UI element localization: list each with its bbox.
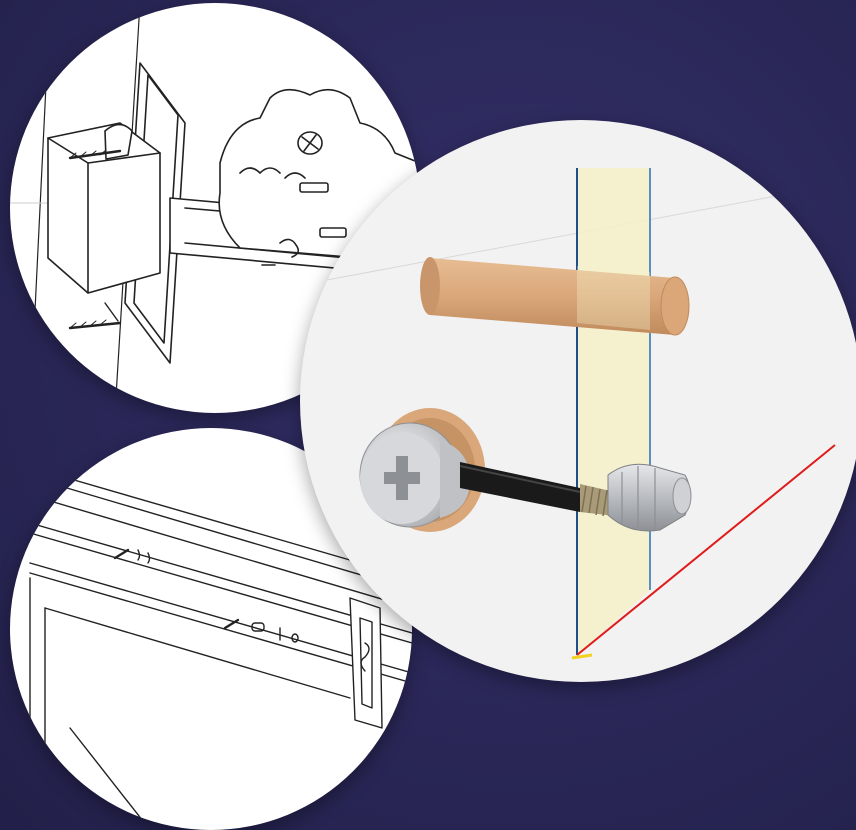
drawer-slide-icon	[29, 472, 412, 830]
cam-lock-dowel-icon	[300, 168, 856, 660]
cam-dowel-3d-panel	[300, 120, 856, 682]
